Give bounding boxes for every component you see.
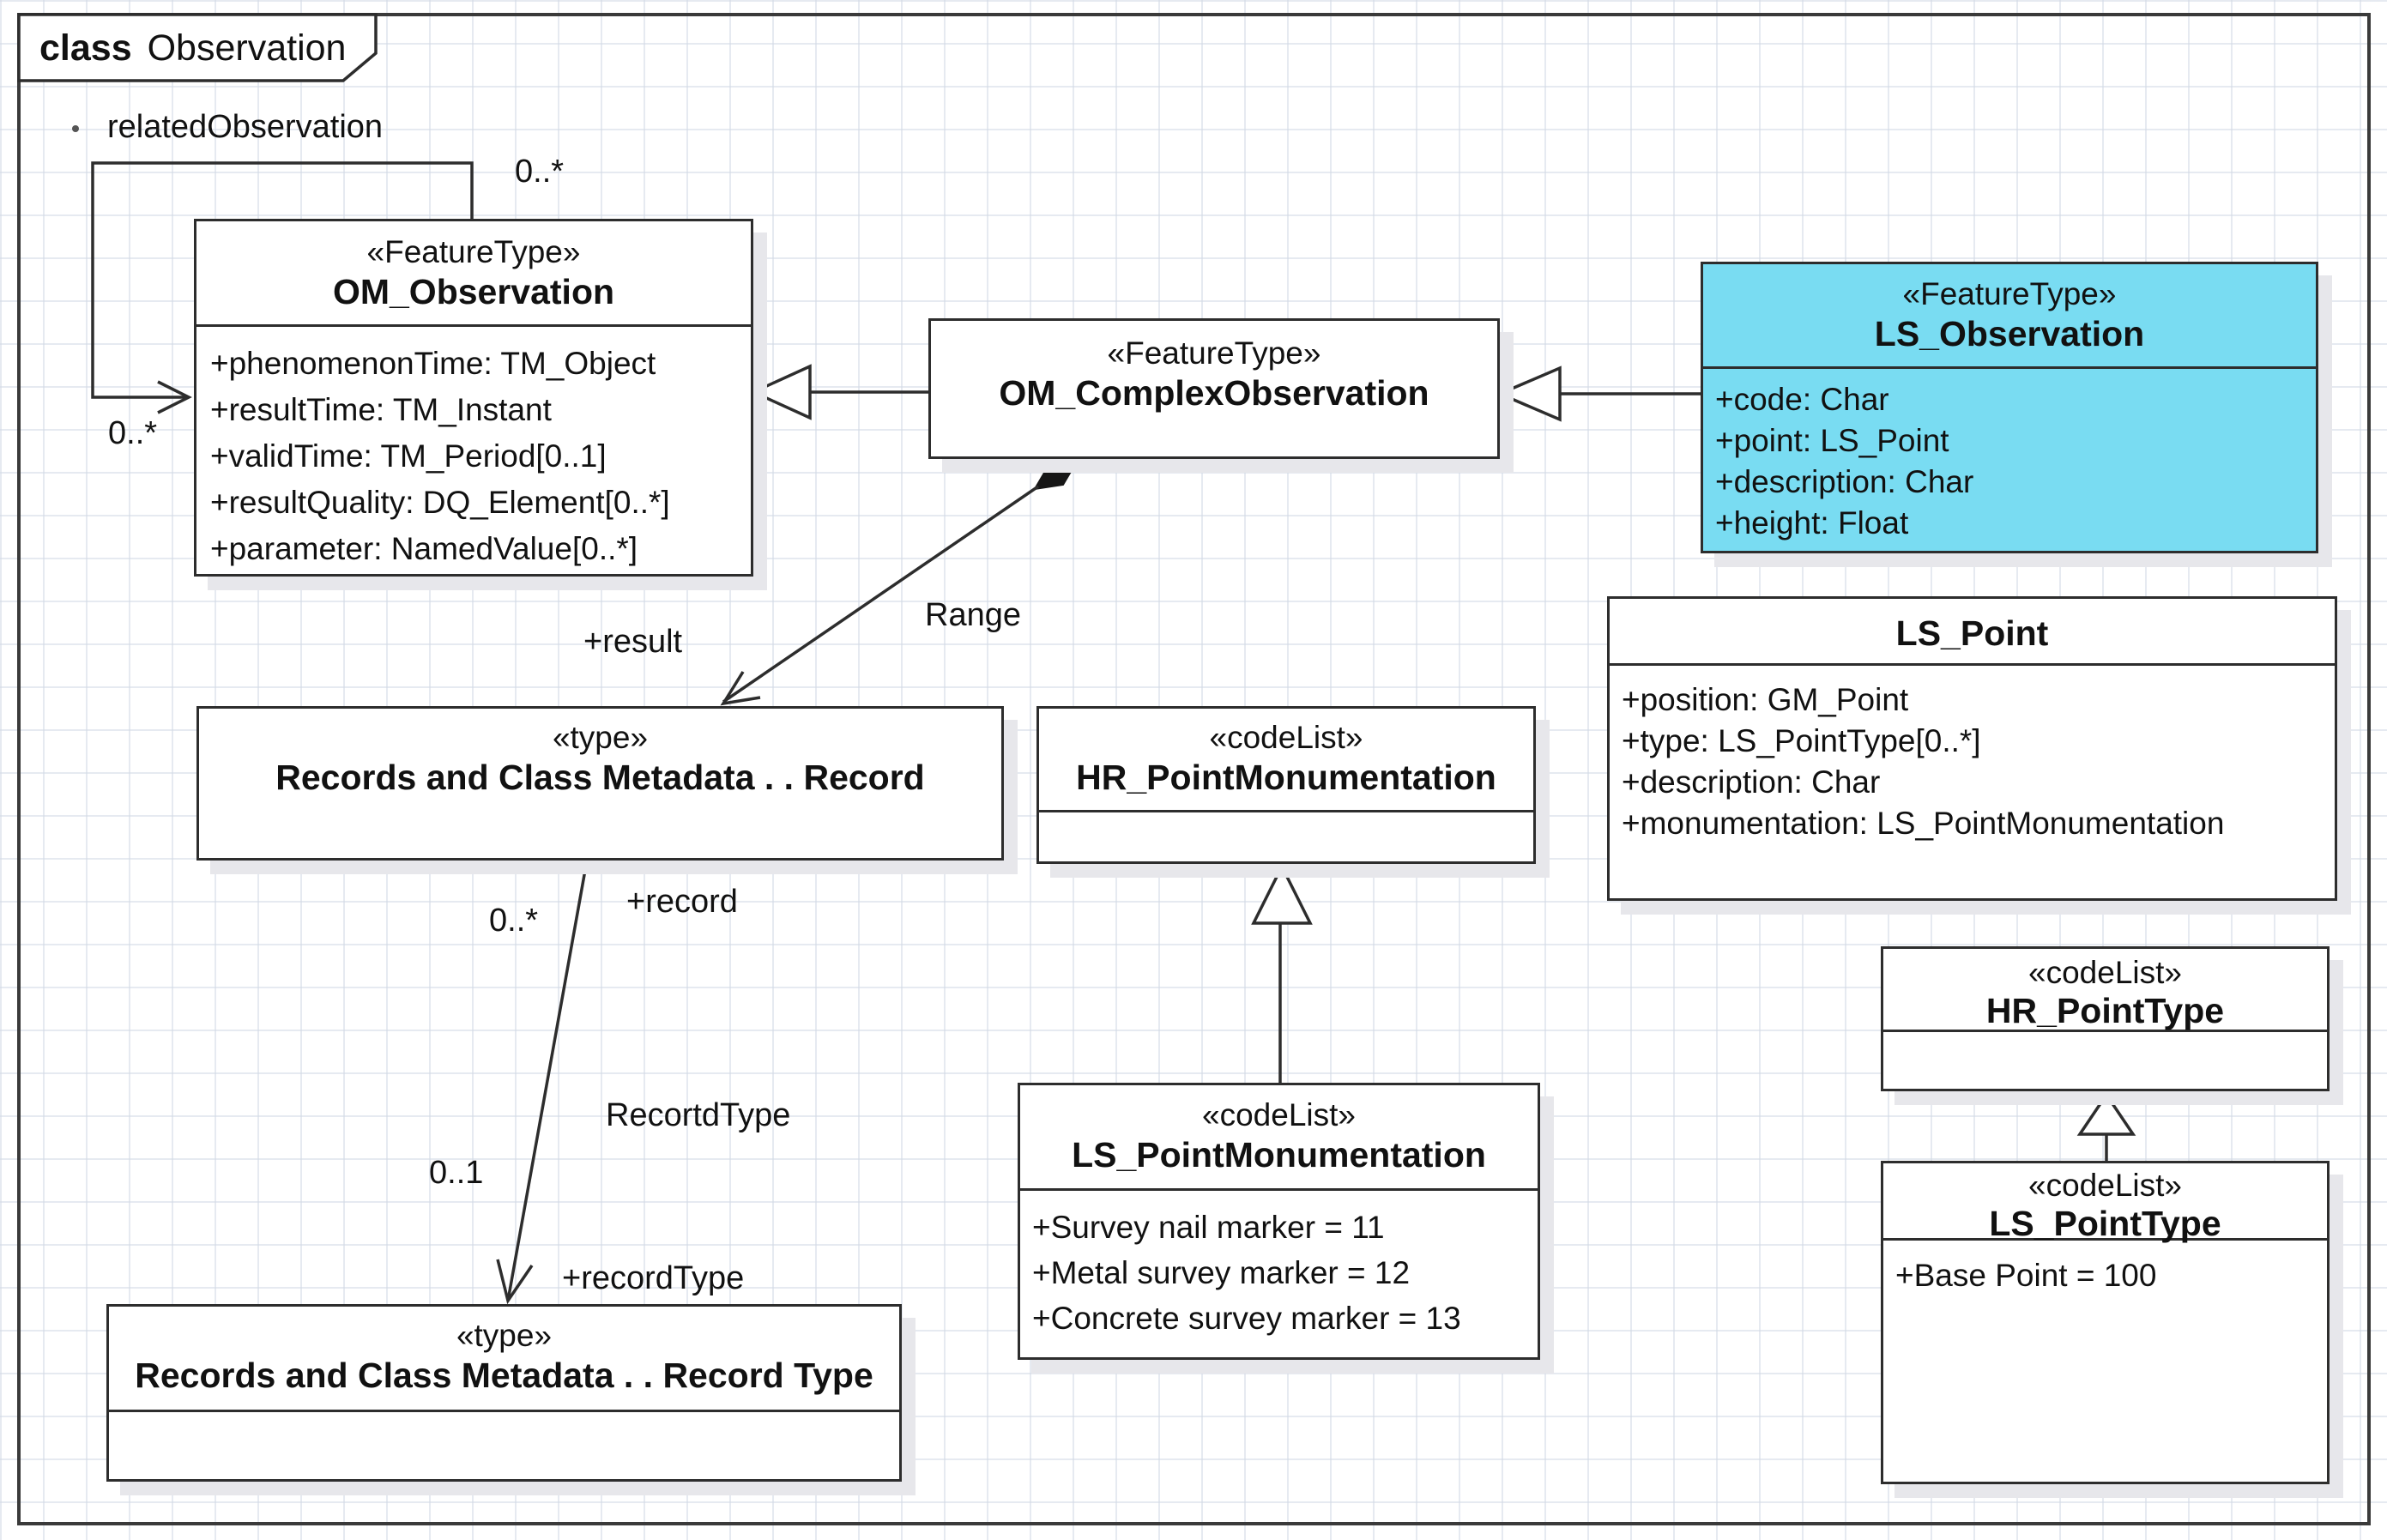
diagram-frame-tab: class Observation <box>39 27 346 69</box>
class-ls-point[interactable]: LS_Point +position: GM_Point +type: LS_P… <box>1607 596 2337 901</box>
stereotype: «FeatureType» <box>1902 276 2117 311</box>
class-record[interactable]: «type» Records and Class Metadata . . Re… <box>196 706 1004 861</box>
generalization-lspointtype-to-hrpointtype[interactable] <box>2076 1091 2136 1161</box>
class-record-type[interactable]: «type» Records and Class Metadata . . Re… <box>106 1304 902 1482</box>
stereotype: «FeatureType» <box>1107 335 1321 371</box>
association-record-to-recordtype[interactable] <box>496 860 589 1305</box>
class-header: «type» Records and Class Metadata . . Re… <box>199 709 1001 798</box>
compartment-divider <box>196 324 751 327</box>
label-recordtype-role: +recordType <box>562 1260 745 1296</box>
class-ls-point-monumentation[interactable]: «codeList» LS_PointMonumentation +Survey… <box>1018 1083 1540 1360</box>
attributes-compartment: +phenomenonTime: TM_Object +resultTime: … <box>196 327 751 586</box>
generalization-lspointmonumentation-to-hrpointmonumentation[interactable] <box>1251 863 1313 1083</box>
class-hr-point-type[interactable]: «codeList» HR_PointType <box>1881 946 2330 1091</box>
attributes-compartment: +Survey nail marker = 11 +Metal survey m… <box>1020 1191 1538 1355</box>
class-name: LS_PointMonumentation <box>1072 1135 1486 1175</box>
attribute: +resultTime: TM_Instant <box>210 392 552 427</box>
compartment-divider <box>1039 810 1533 812</box>
attribute: +Survey nail marker = 11 <box>1032 1210 1385 1245</box>
label-range: Range <box>925 597 1021 633</box>
class-header: LS_Point <box>1610 599 2335 663</box>
attributes-compartment: +Base Point = 100 <box>1883 1241 2327 1311</box>
class-name: OM_Observation <box>332 272 615 311</box>
attribute: +parameter: NamedValue[0..*] <box>210 531 638 566</box>
attributes-compartment: +code: Char +point: LS_Point +descriptio… <box>1703 369 2316 554</box>
attribute: +Metal survey marker = 12 <box>1032 1255 1411 1290</box>
class-name: Records and Class Metadata . . Record Ty… <box>135 1356 873 1395</box>
attribute: +position: GM_Point <box>1622 682 1909 717</box>
label-result-role: +result <box>583 624 683 660</box>
class-header: «codeList» LS_PointMonumentation <box>1020 1085 1538 1188</box>
class-name: LS_PointType <box>1989 1204 2221 1243</box>
diagram-frame-border <box>17 13 2371 1525</box>
class-om-complex-observation[interactable]: «FeatureType» OM_ComplexObservation <box>928 318 1500 459</box>
class-header: «FeatureType» OM_Observation <box>196 221 751 324</box>
class-name: OM_ComplexObservation <box>999 373 1429 413</box>
label-recordtype-multiplicity: 0..1 <box>429 1155 484 1191</box>
label-related-observation: relatedObservation <box>107 109 384 145</box>
class-name: HR_PointMonumentation <box>1076 758 1496 797</box>
stereotype: «type» <box>552 720 649 755</box>
label-recortdtype: RecortdType <box>606 1097 791 1133</box>
compartment-divider <box>1703 366 2316 369</box>
frame-tab-shape <box>17 13 378 82</box>
attribute: +Base Point = 100 <box>1895 1258 2157 1293</box>
stereotype: «codeList» <box>2028 1168 2182 1203</box>
attribute: +resultQuality: DQ_Element[0..*] <box>210 485 670 520</box>
stereotype: «type» <box>456 1318 553 1353</box>
attribute: +point: LS_Point <box>1715 423 1949 458</box>
class-header: «FeatureType» LS_Observation <box>1703 264 2316 366</box>
compartment-divider <box>1020 1188 1538 1191</box>
class-header: «FeatureType» OM_ComplexObservation <box>931 321 1497 414</box>
attribute: +description: Char <box>1622 764 1881 800</box>
frame-keyword: class <box>39 27 132 69</box>
attribute: +type: LS_PointType[0..*] <box>1622 723 1981 758</box>
class-header: «codeList» HR_PointMonumentation <box>1039 709 1533 810</box>
frame-title: Observation <box>147 27 347 69</box>
class-header: «codeList» LS_PointType <box>1883 1163 2327 1242</box>
generalization-lsobservation-to-complexobservation[interactable] <box>1496 365 1701 422</box>
attribute: +height: Float <box>1715 505 1909 541</box>
class-ls-point-type[interactable]: «codeList» LS_PointType +Base Point = 10… <box>1881 1161 2330 1484</box>
class-header: «codeList» HR_PointType <box>1883 949 2327 1030</box>
attribute: +phenomenonTime: TM_Object <box>210 346 656 381</box>
class-om-observation[interactable]: «FeatureType» OM_Observation +phenomenon… <box>194 219 753 577</box>
attribute: +Concrete survey marker = 13 <box>1032 1301 1461 1336</box>
class-name: Records and Class Metadata . . Record <box>275 758 925 797</box>
generalization-complexobservation-to-omobservation[interactable] <box>749 364 928 420</box>
stereotype: «codeList» <box>1202 1097 1356 1132</box>
class-hr-point-monumentation[interactable]: «codeList» HR_PointMonumentation <box>1036 706 1536 864</box>
class-name: LS_Point <box>1895 613 2049 653</box>
class-ls-observation[interactable]: «FeatureType» LS_Observation +code: Char… <box>1701 262 2318 553</box>
stereotype: «codeList» <box>1209 720 1363 755</box>
compartment-divider <box>1610 663 2335 666</box>
compartment-divider <box>109 1410 899 1412</box>
label-multiplicity-loop-top: 0..* <box>515 154 565 190</box>
class-header: «type» Records and Class Metadata . . Re… <box>109 1307 899 1410</box>
label-record-role: +record <box>626 884 738 920</box>
stereotype: «codeList» <box>2028 955 2182 990</box>
attributes-compartment: +position: GM_Point +type: LS_PointType[… <box>1610 666 2335 858</box>
class-name: LS_Observation <box>1874 314 2145 353</box>
attribute: +validTime: TM_Period[0..1] <box>210 438 607 474</box>
compartment-divider <box>1883 1030 2327 1032</box>
label-multiplicity-loop-left: 0..* <box>108 415 158 451</box>
attribute: +description: Char <box>1715 464 1974 499</box>
compartment-divider <box>1883 1238 2327 1241</box>
class-name: HR_PointType <box>1985 991 2225 1030</box>
attribute: +monumentation: LS_PointMonumentation <box>1622 806 2225 841</box>
self-association-related-observation[interactable] <box>72 125 474 414</box>
composition-range-association[interactable] <box>720 458 1079 706</box>
stereotype: «FeatureType» <box>366 234 581 269</box>
label-record-multiplicity: 0..* <box>489 903 539 939</box>
related-observation-dot <box>72 125 79 132</box>
attribute: +code: Char <box>1715 382 1889 417</box>
